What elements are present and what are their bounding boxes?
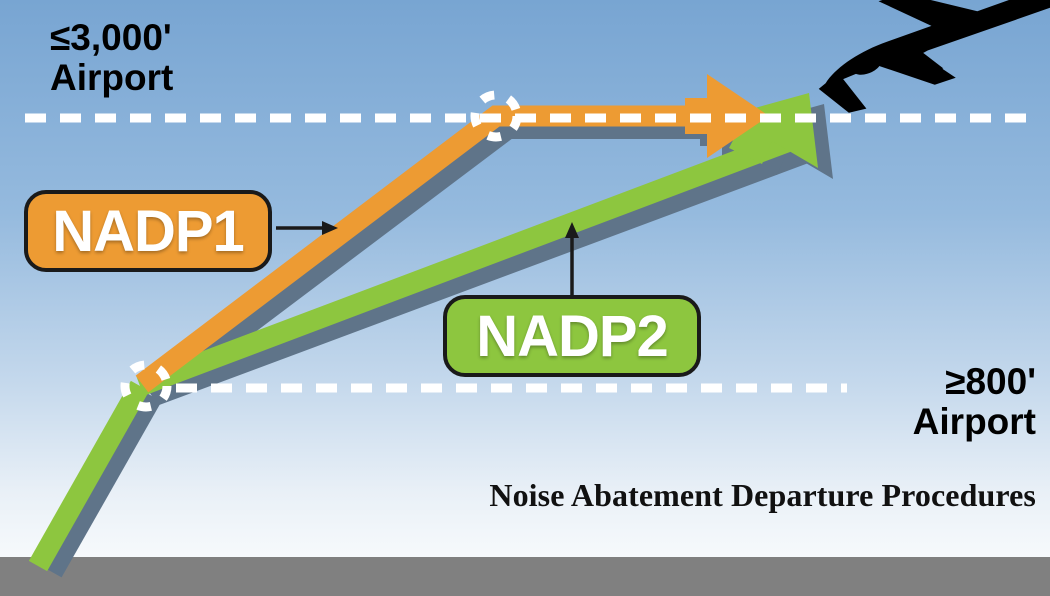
lower-altitude-label: ≥800' Airport: [912, 361, 1036, 442]
nadp2-path-shadow: [148, 139, 816, 407]
airliner-silhouette: [818, 0, 1050, 113]
nadp1-connector-arrowhead: [322, 221, 338, 235]
takeoff-shadow: [42, 390, 162, 578]
nadp2-badge[interactable]: NADP2: [443, 295, 701, 377]
waypoint-marker-3000ft: [470, 90, 522, 142]
waypoint-marker-800ft: [120, 360, 172, 412]
nadp1-badge[interactable]: NADP1: [24, 190, 272, 272]
nadp2-path: [136, 130, 796, 396]
takeoff-climb-path: [28, 380, 150, 572]
sky-background: [0, 0, 1050, 560]
upper-altitude-label: ≤3,000' Airport: [50, 17, 174, 98]
nadp1-path-shadow: [145, 117, 742, 405]
ground-bar: [0, 557, 1050, 596]
nadp2-connector-arrowhead: [565, 222, 579, 238]
diagram-caption: Noise Abatement Departure Procedures: [489, 477, 1036, 513]
